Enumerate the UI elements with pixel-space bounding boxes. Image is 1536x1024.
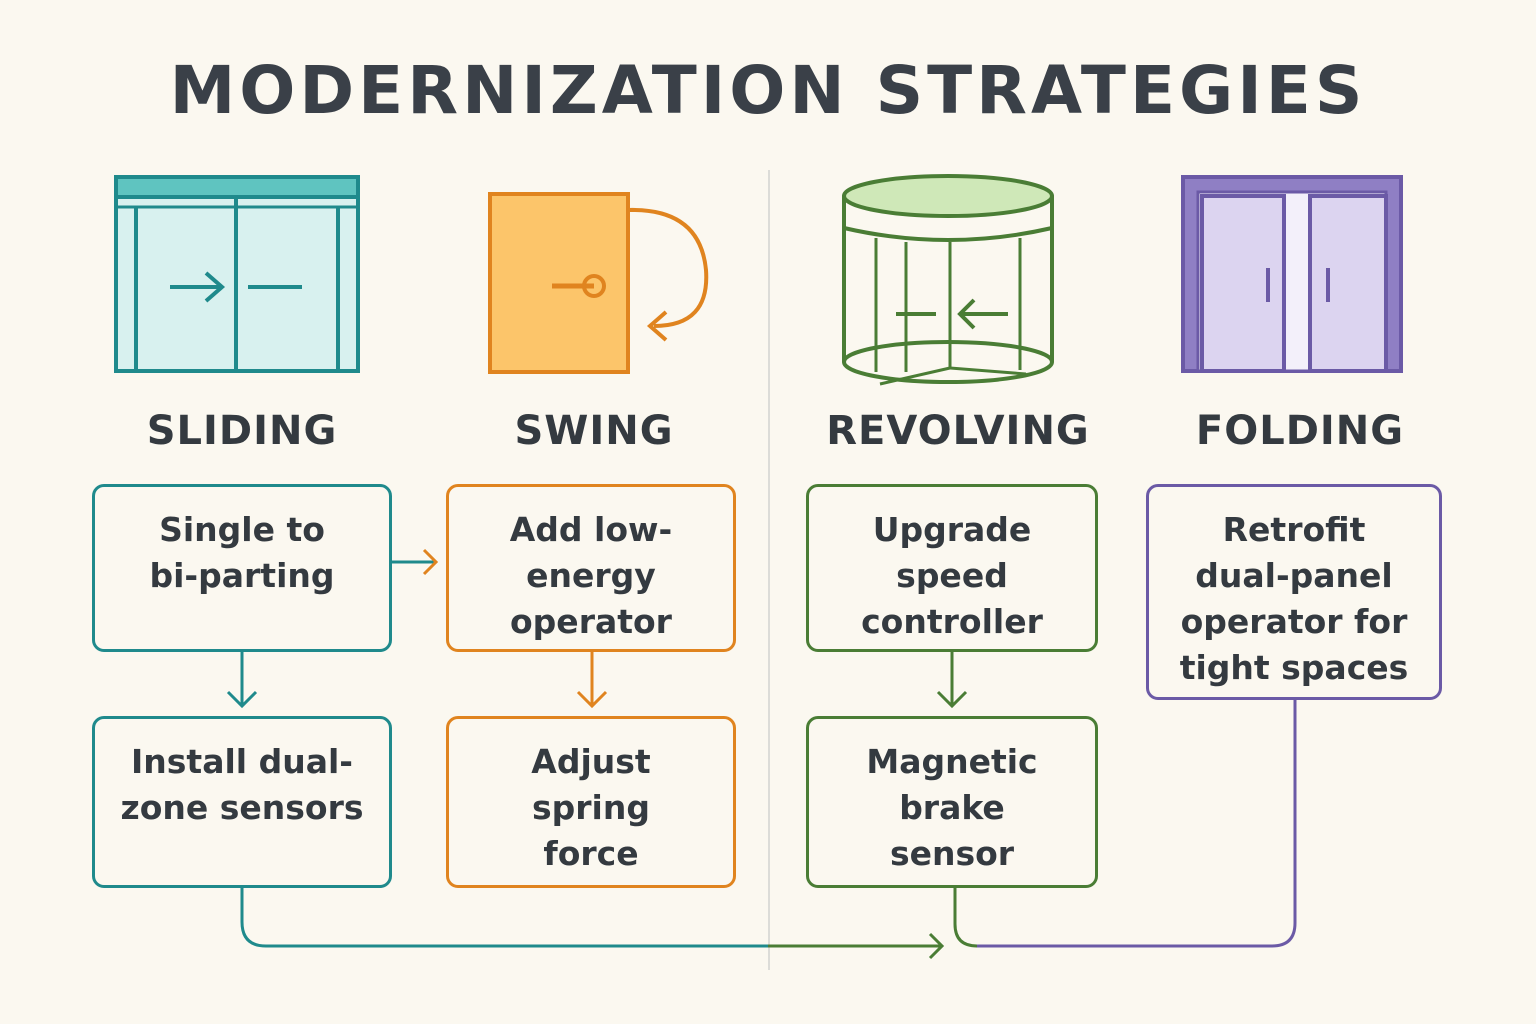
- step-text: Adjust spring force: [531, 742, 651, 873]
- arrowhead-swing-down: [576, 690, 608, 709]
- step-text: Install dual- zone sensors: [120, 742, 364, 827]
- sliding-door-icon: [114, 175, 360, 373]
- connector-revolving-bottom: [953, 888, 978, 948]
- page-title: MODERNIZATION STRATEGIES: [169, 52, 1367, 129]
- arrowhead-sliding-down: [226, 690, 258, 709]
- step-box-revolving-1: Upgrade speed controller: [806, 484, 1098, 652]
- step-text: Retrofit dual-panel operator for tight s…: [1179, 510, 1409, 687]
- heading-folding: FOLDING: [1195, 408, 1405, 454]
- step-text: Single to bi-parting: [149, 510, 335, 595]
- step-box-sliding-2: Install dual- zone sensors: [92, 716, 392, 888]
- step-box-folding-1: Retrofit dual-panel operator for tight s…: [1146, 484, 1442, 700]
- arrowhead-sliding-to-swing: [422, 548, 439, 576]
- heading-sliding: SLIDING: [146, 408, 338, 454]
- step-text: Magnetic brake sensor: [866, 742, 1038, 873]
- connector-folding-bottom: [977, 700, 1297, 948]
- step-box-revolving-2: Magnetic brake sensor: [806, 716, 1098, 888]
- revolving-door-icon: [842, 174, 1054, 386]
- arrowhead-revolving-down: [936, 690, 968, 709]
- step-text: Add low- energy operator: [509, 510, 673, 641]
- step-text: Upgrade speed controller: [861, 510, 1043, 641]
- step-box-sliding-1: Single to bi-parting: [92, 484, 392, 652]
- heading-revolving: REVOLVING: [826, 408, 1090, 454]
- step-box-swing-1: Add low- energy operator: [446, 484, 736, 652]
- heading-swing: SWING: [514, 408, 674, 454]
- column-divider: [768, 170, 770, 970]
- step-box-swing-2: Adjust spring force: [446, 716, 736, 888]
- folding-door-icon: [1181, 175, 1403, 373]
- connector-bottom-teal: [240, 888, 768, 948]
- swing-door-icon: [488, 192, 709, 374]
- arrowhead-bottom: [928, 932, 945, 960]
